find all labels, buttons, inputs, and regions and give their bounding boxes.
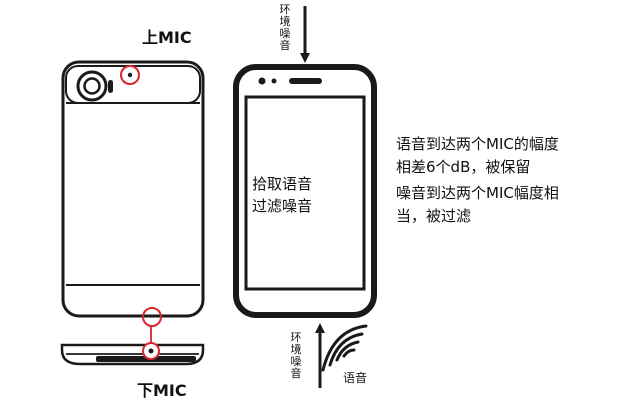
top-mic-highlight-circle (120, 65, 140, 85)
bottom-mic-label: 下MIC (137, 381, 187, 400)
phone-bottom-edge-view (60, 342, 205, 366)
edge-bottom-plate (96, 356, 196, 362)
description-line-1: 语音到达两个MIC的幅度 (396, 135, 559, 153)
screen-text-pick-voice: 拾取语音 (252, 175, 313, 193)
description-line-4: 当，被过滤 (396, 207, 472, 225)
earpiece-icon (289, 78, 322, 84)
phone-front-screen (244, 95, 366, 291)
bottom-mic-highlight-circle (142, 307, 162, 327)
top-mic-hole (127, 72, 133, 78)
phone-front-view (233, 64, 377, 318)
screen-text-filter-noise: 过滤噪音 (252, 197, 313, 215)
edge-mic-hole (148, 348, 154, 354)
description-line-2: 相差6个dB，被保留 (396, 158, 531, 176)
voice-label: 语音 (343, 371, 368, 385)
phone-back-view (61, 60, 205, 343)
front-camera-icon (258, 77, 266, 85)
ambient-noise-label-top: 环境噪音 (279, 3, 291, 52)
camera-lens-icon (83, 77, 101, 95)
ambient-noise-label-bottom: 环境噪音 (290, 331, 302, 380)
description-line-3: 噪音到达两个MIC幅度相 (396, 184, 559, 202)
front-sensor-icon (271, 78, 277, 84)
phone-back-body (61, 60, 205, 318)
flash-icon (108, 80, 113, 93)
sound-wave-icon (321, 324, 368, 372)
top-mic-label: 上MIC (142, 28, 192, 47)
